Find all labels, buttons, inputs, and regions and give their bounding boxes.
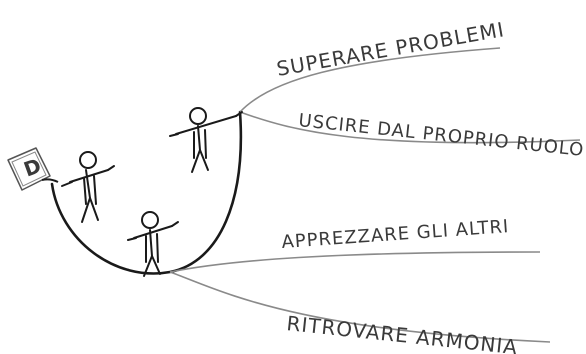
branch-label-1: SUPERARE PROBLEMI [275,17,507,81]
stick-figure-bottom [127,211,179,277]
stick-figure-left [61,151,115,223]
d-badge: D [7,147,51,191]
branch-line-1 [239,47,501,113]
branch-line-4 [169,271,551,343]
branch-line-3 [169,251,541,273]
branch-label-4: RITROVARE ARMONIA [285,311,519,354]
branch-line-2 [239,111,581,144]
badge-connector [41,178,59,183]
stick-figure-top [169,107,243,173]
branch-label-3: APPREZZARE GLI ALTRI [281,216,510,253]
